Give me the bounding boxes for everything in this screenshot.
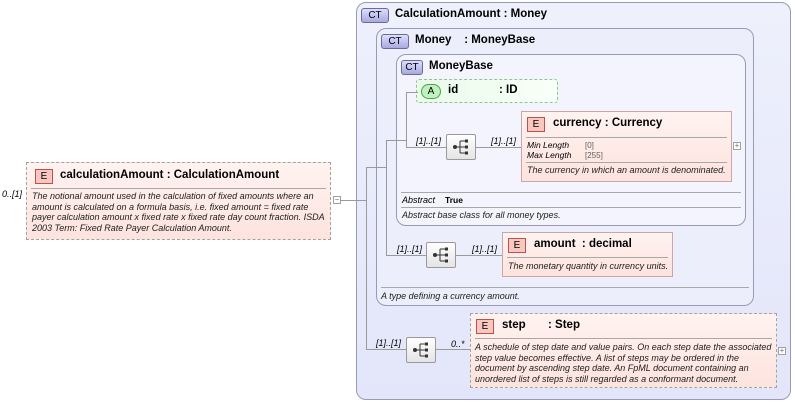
collapse-minus-icon[interactable]: −	[333, 195, 341, 204]
sequence-compositor-icon[interactable]	[426, 242, 456, 268]
connector-to-money-sequence	[386, 255, 426, 256]
abstract-value: True	[445, 195, 463, 205]
type-base: : Money	[503, 8, 548, 20]
complex-type-badge: CT	[361, 8, 389, 23]
sequence-compositor-icon[interactable]	[446, 134, 476, 160]
abstract-label: Abstract	[402, 195, 436, 205]
currency-element[interactable]: E currency : Currency Min Length [0] Max…	[521, 111, 732, 182]
element-title: currency : Currency	[553, 117, 662, 129]
base-sequence-multiplicity: [1]..[1]	[416, 136, 442, 146]
connector-to-money	[366, 167, 386, 168]
element-title: step : Step	[502, 319, 580, 331]
element-separator	[526, 137, 727, 138]
element-separator	[475, 338, 772, 339]
id-attribute[interactable]: A id : ID	[416, 79, 558, 103]
element-badge: E	[35, 169, 53, 184]
currency-multiplicity: [1]..[1]	[491, 136, 517, 146]
attribute-badge: A	[421, 84, 441, 99]
amount-element[interactable]: E amount : decimal The monetary quantity…	[502, 232, 673, 277]
element-separator-2	[526, 162, 727, 163]
element-name: step	[502, 319, 526, 331]
connector-to-money-base	[386, 140, 406, 141]
element-type: : Step	[548, 319, 580, 331]
connector-to-id	[406, 92, 418, 93]
element-doc: The notional amount used in the calculat…	[32, 191, 325, 233]
complex-type-badge: CT	[401, 60, 423, 75]
money-sequence-multiplicity: [1]..[1]	[397, 244, 423, 254]
element-title: amount : decimal	[534, 238, 632, 250]
money-type-title: Money : MoneyBase	[415, 34, 535, 46]
element-type: : decimal	[581, 238, 632, 250]
connector-to-step	[436, 349, 470, 350]
element-type: : Currency	[604, 117, 663, 129]
element-type: : CalculationAmount	[166, 169, 280, 181]
connector-root	[341, 200, 366, 201]
element-separator	[507, 257, 668, 258]
calculation-amount-element[interactable]: E calculationAmount : CalculationAmount …	[26, 162, 331, 240]
money-base-separator	[401, 192, 741, 193]
facet-max-length-value: [255]	[585, 151, 603, 160]
element-badge: E	[527, 117, 545, 132]
money-base-doc: Abstract base class for all money types.	[402, 210, 561, 220]
element-name: amount	[534, 238, 576, 250]
element-doc: A schedule of step date and value pairs.…	[475, 342, 772, 384]
money-base-type-title: MoneyBase	[429, 60, 493, 72]
sequence-glyph	[413, 342, 428, 358]
attribute-name: id	[448, 84, 459, 96]
type-name: Money	[415, 34, 452, 46]
complex-type-badge: CT	[381, 34, 409, 49]
money-type-separator	[381, 287, 749, 288]
sequence-compositor-icon[interactable]	[406, 337, 436, 363]
connector-to-base-sequence	[406, 147, 446, 148]
step-element[interactable]: E step : Step A schedule of step date an…	[470, 313, 777, 388]
root-multiplicity: 0..[1]	[2, 189, 23, 199]
money-type-doc: A type defining a currency amount.	[381, 291, 520, 301]
element-name: calculationAmount	[60, 169, 164, 181]
element-name: currency	[553, 117, 602, 129]
connector-money-base-vertical	[406, 92, 407, 148]
step-multiplicity: 0..*	[451, 339, 465, 349]
facet-max-length-key: Max Length	[527, 150, 572, 160]
type-base: : MoneyBase	[464, 34, 536, 46]
element-doc: The monetary quantity in currency units.	[508, 261, 669, 271]
sequence-glyph	[453, 139, 468, 155]
element-doc: The currency in which an amount is denom…	[527, 165, 726, 175]
expand-plus-icon[interactable]: +	[733, 141, 741, 150]
element-title: calculationAmount : CalculationAmount	[60, 169, 279, 181]
connector-outer-vertical	[366, 167, 367, 349]
amount-multiplicity: [1]..[1]	[472, 244, 498, 254]
calculation-amount-type-title: CalculationAmount : Money	[395, 8, 547, 20]
expand-plus-icon[interactable]: +	[778, 346, 786, 355]
facet-min-length-key: Min Length	[527, 140, 570, 150]
attribute-type: : ID	[499, 84, 518, 96]
element-badge: E	[508, 238, 526, 253]
sequence-glyph	[433, 247, 448, 263]
outer-sequence-multiplicity: [1]..[1]	[376, 338, 402, 348]
money-base-separator-2	[401, 207, 741, 208]
connector-to-amount	[456, 255, 502, 256]
connector-to-currency	[476, 147, 522, 148]
connector-money-vertical	[386, 140, 387, 256]
facet-min-length-value: [0]	[585, 141, 594, 150]
connector-to-outer-sequence	[366, 349, 406, 350]
element-badge: E	[476, 319, 494, 334]
element-separator	[31, 188, 326, 189]
type-name: CalculationAmount	[395, 8, 501, 20]
